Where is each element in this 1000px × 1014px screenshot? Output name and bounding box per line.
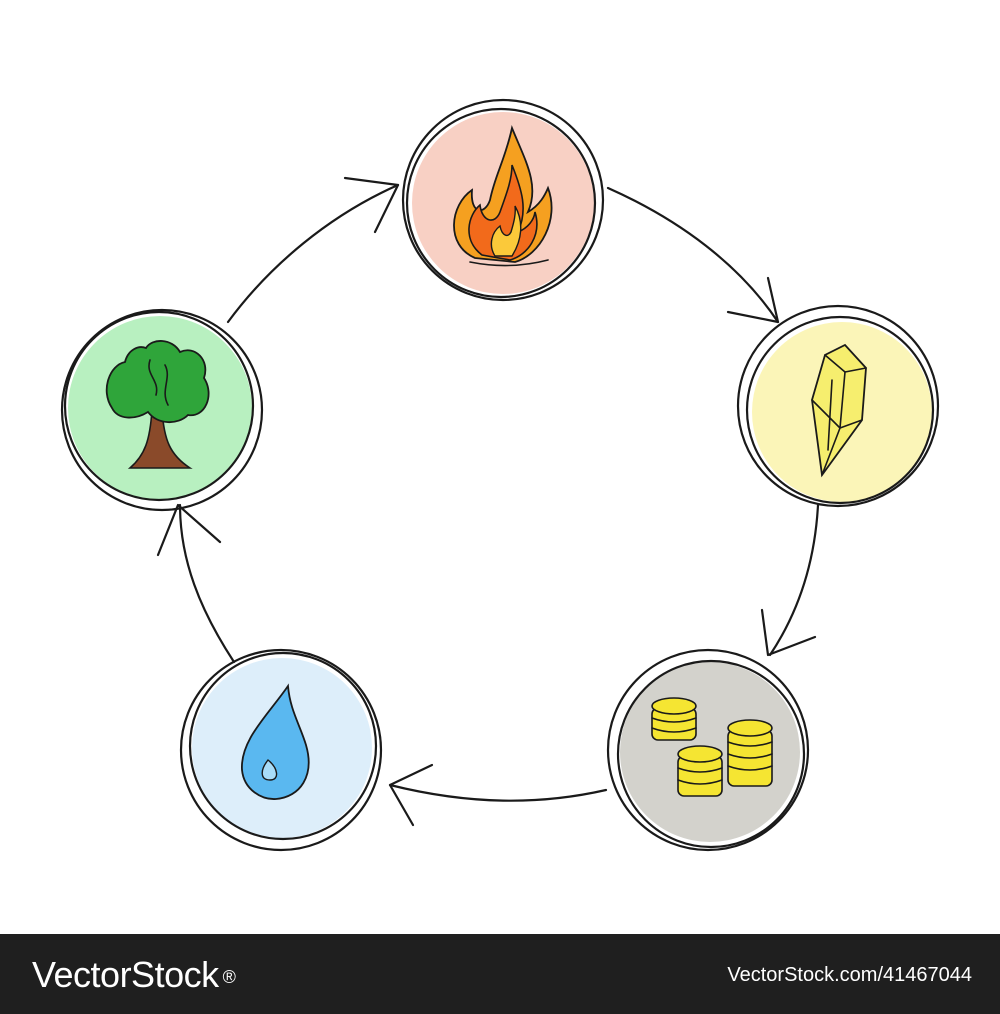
brand-name: VectorStock <box>32 954 219 995</box>
coins-icon <box>651 697 773 797</box>
footer-bar: VectorStock ® VectorStock.com/41467044 <box>0 934 1000 1014</box>
node-metal <box>606 648 810 852</box>
five-elements-cycle-diagram <box>60 98 940 852</box>
crystal-icon <box>811 343 867 478</box>
cycle-arrows <box>156 176 820 827</box>
node-earth <box>736 304 940 508</box>
arrow-water-to-wood <box>178 503 236 664</box>
image-id: VectorStock.com/41467044 <box>727 964 972 986</box>
arrow-earth-to-metal <box>768 503 820 657</box>
node-wood <box>60 308 264 512</box>
brand-logo: VectorStock ® <box>32 954 236 996</box>
tree-icon <box>105 340 210 469</box>
node-water <box>179 648 383 852</box>
registered-mark: ® <box>222 966 236 987</box>
arrow-wood-to-fire <box>226 183 400 324</box>
node-fire <box>401 98 605 302</box>
arrow-metal-to-water <box>388 783 608 802</box>
arrow-fire-to-earth <box>606 186 780 324</box>
flame-icon <box>453 124 553 267</box>
water-drop-icon <box>241 683 310 800</box>
